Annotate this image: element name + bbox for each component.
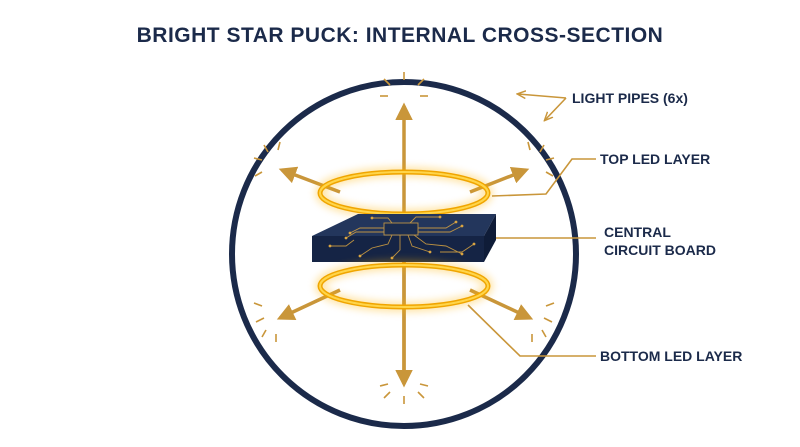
- puck-outline: [229, 79, 579, 429]
- sparkle-lower-right: [531, 302, 555, 342]
- label-light-pipes: LIGHT PIPES (6x): [572, 90, 688, 106]
- bottom-led-ring: [315, 260, 493, 312]
- circuit-board: [312, 214, 496, 262]
- diagram-title: BRIGHT STAR PUCK: INTERNAL CROSS-SECTION: [136, 24, 664, 47]
- label-top-led-layer: TOP LED LAYER: [600, 151, 711, 167]
- label-central-line1: CENTRAL: [604, 224, 671, 240]
- sparkle-bottom: [379, 383, 429, 404]
- label-bottom-led-layer: BOTTOM LED LAYER: [600, 348, 743, 364]
- sparkle-upper-left: [253, 141, 281, 177]
- sparkle-lower-left: [253, 302, 277, 342]
- callout-top-led: [491, 158, 596, 197]
- callout-light-pipes: [518, 94, 567, 120]
- sparkle-top: [380, 72, 428, 97]
- callout-bottom-led: [467, 304, 596, 357]
- sparkle-upper-right: [527, 141, 555, 177]
- circuit-traces: [330, 216, 475, 259]
- label-central-line2: CIRCUIT BOARD: [604, 242, 716, 258]
